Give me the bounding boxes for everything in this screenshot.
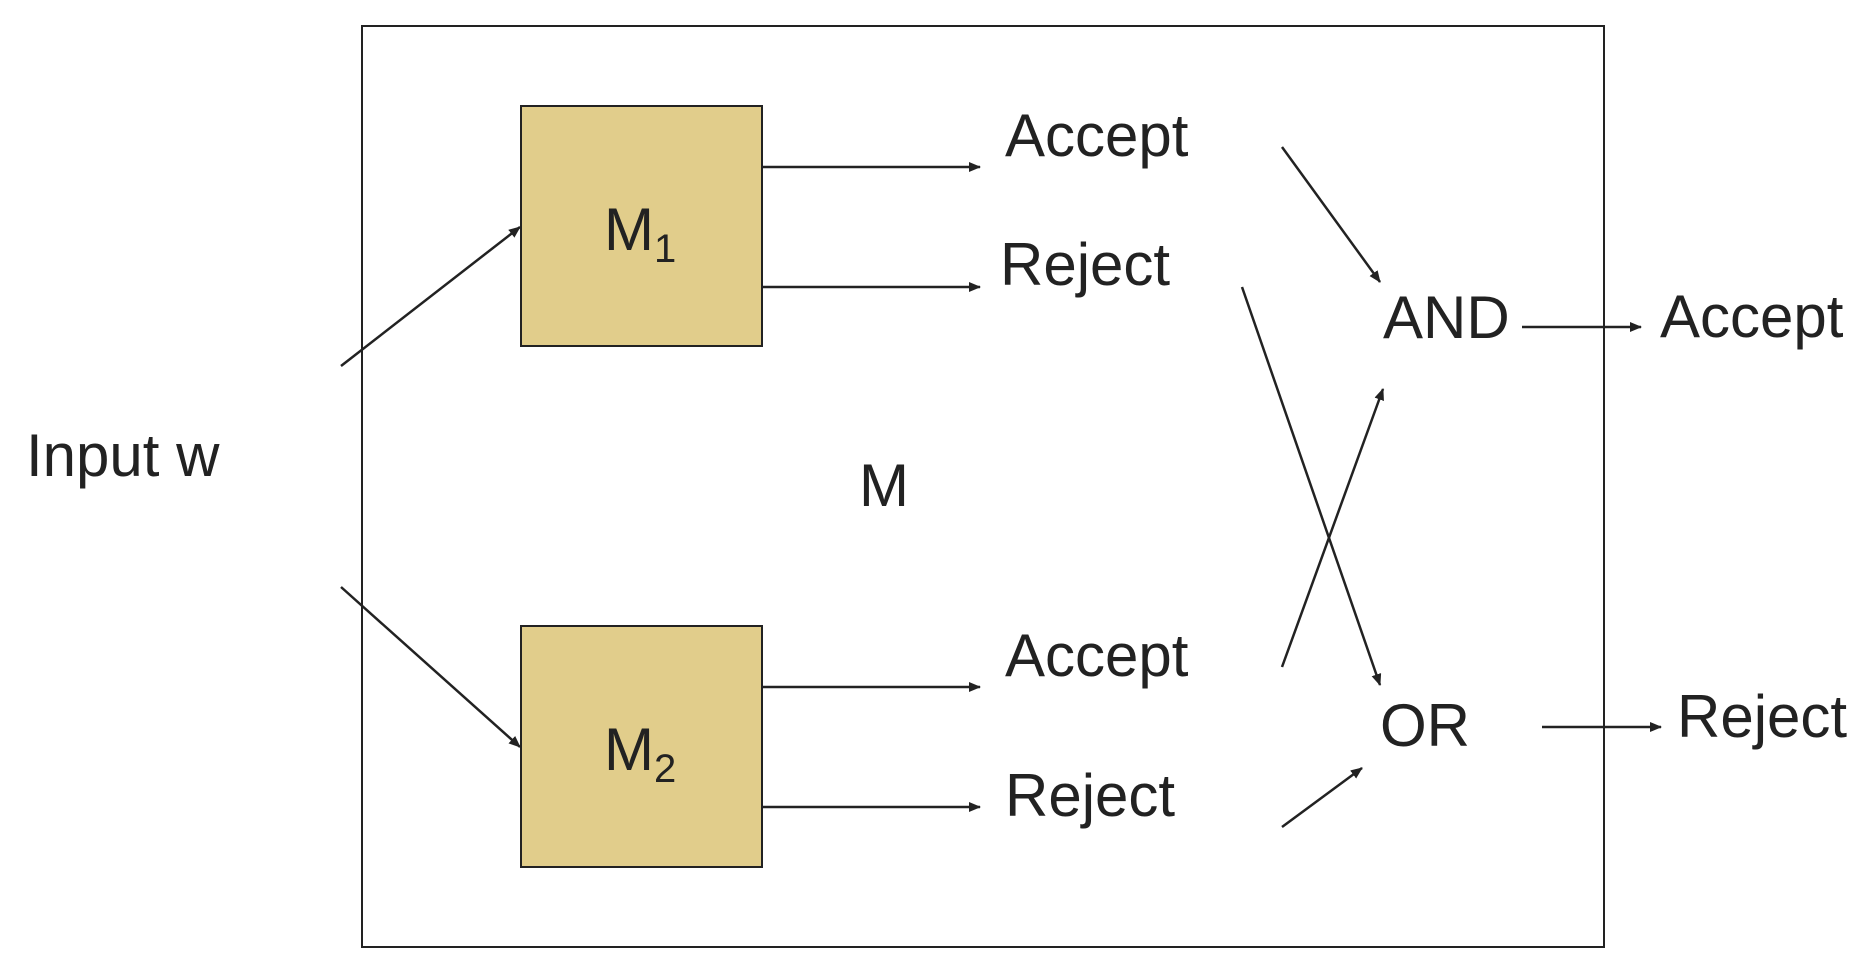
or-gate-label: OR <box>1380 692 1470 759</box>
outer-machine-label: M <box>859 452 909 519</box>
machine-m1-label: M1 <box>604 196 676 271</box>
and-gate-label: AND <box>1383 284 1510 351</box>
machine-m1-box <box>520 105 763 347</box>
machine-m1-subscript: 1 <box>654 227 676 271</box>
m2-reject-label: Reject <box>1005 762 1175 829</box>
machine-m2-name: M <box>604 716 654 783</box>
m2-accept-label: Accept <box>1005 622 1189 689</box>
m1-reject-label: Reject <box>1000 231 1170 298</box>
m2-accept-to-and-arrow <box>1280 388 1385 668</box>
machine-m2-subscript: 2 <box>654 747 676 791</box>
m2-reject-to-or-arrow <box>1281 766 1363 829</box>
m1-accept-label: Accept <box>1005 102 1189 169</box>
final-reject-label: Reject <box>1677 683 1847 750</box>
outer-machine-box <box>361 25 1605 948</box>
m1-reject-to-or-arrow <box>1240 286 1382 686</box>
machine-m2-label: M2 <box>604 716 676 791</box>
machine-m2-box <box>520 625 763 868</box>
final-accept-label: Accept <box>1660 283 1844 350</box>
machine-m1-name: M <box>604 196 654 263</box>
input-to-m2-arrow <box>340 586 521 748</box>
m1-accept-to-and-arrow <box>1280 146 1382 283</box>
input-to-m1-arrow <box>340 226 521 367</box>
input-label: Input w <box>26 422 220 489</box>
